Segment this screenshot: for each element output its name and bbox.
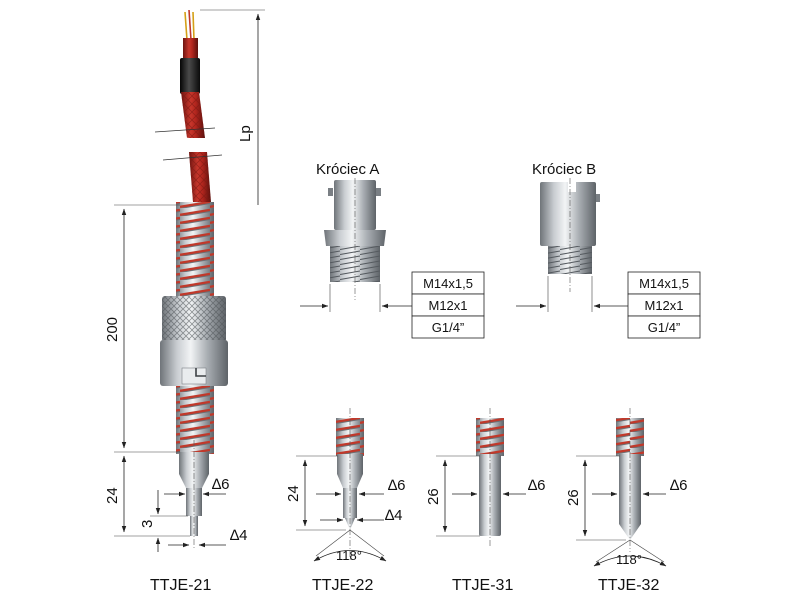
- knurled-coupling: [160, 296, 228, 386]
- dimension-200: 200: [104, 204, 180, 453]
- dimension-dia6-ttje22: ∆6: [316, 477, 406, 497]
- lead-wires: [183, 9, 198, 60]
- ttje22-probe: [336, 408, 364, 560]
- label-dia6-ttje22: ∆6: [388, 477, 406, 494]
- dimension-dia4-ttje21: ∆4: [168, 527, 248, 548]
- dimension-26-ttje32: 26: [565, 455, 626, 541]
- dimension-dia6-ttje32: ∆6: [592, 477, 688, 497]
- protective-spring-upper: [176, 202, 214, 298]
- protective-spring-lower: [176, 386, 214, 454]
- angle-118-ttje32: 118°: [593, 539, 667, 567]
- label-26-ttje32: 26: [565, 489, 582, 506]
- ttje32-probe: [616, 408, 644, 552]
- thread-b-g14: G1/4”: [648, 320, 681, 335]
- label-24-ttje21: 24: [104, 487, 121, 504]
- fitting-a-title: Króciec A: [316, 161, 379, 178]
- dimension-dia6-ttje21: ∆6: [164, 476, 230, 497]
- heat-shrink-sleeve: [180, 58, 200, 94]
- ttje21-assembly: [154, 9, 228, 550]
- model-label-ttje21: TTJE-21: [150, 577, 211, 594]
- thread-a-m14: M14x1,5: [423, 276, 473, 291]
- label-200: 200: [104, 317, 121, 342]
- model-label-ttje32: TTJE-32: [598, 577, 659, 594]
- label-dia6-ttje32: ∆6: [670, 477, 688, 494]
- dimension-3-ttje21: 3: [139, 490, 188, 552]
- label-26-ttje31: 26: [425, 488, 442, 505]
- braided-cable: [154, 92, 223, 202]
- angle-118-ttje22: 118°: [313, 529, 387, 563]
- dimension-dia6-ttje31: ∆6: [452, 477, 546, 497]
- model-label-ttje31: TTJE-31: [452, 577, 513, 594]
- fitting-a: Króciec A: [300, 161, 412, 312]
- dimension-lp: Lp: [200, 9, 265, 205]
- label-dia6-ttje21: ∆6: [212, 476, 230, 493]
- thread-b-m12: M12x1: [644, 298, 683, 313]
- thread-a-g14: G1/4”: [432, 320, 465, 335]
- thread-table-a: M14x1,5 M12x1 G1/4”: [411, 271, 485, 339]
- label-24-ttje22: 24: [285, 485, 302, 502]
- fitting-b-title: Króciec B: [532, 161, 596, 178]
- dimension-26-ttje31: 26: [425, 455, 480, 537]
- fitting-b: Króciec B: [516, 161, 628, 312]
- label-dia4-ttje22: ∆4: [385, 507, 403, 524]
- label-lp: Lp: [237, 125, 254, 142]
- model-label-ttje22: TTJE-22: [312, 577, 373, 594]
- label-dia6-ttje31: ∆6: [528, 477, 546, 494]
- thread-table-b: M14x1,5 M12x1 G1/4”: [627, 271, 701, 339]
- dimension-dia4-ttje22: ∆4: [320, 507, 403, 524]
- ttje31-probe: [476, 408, 504, 548]
- label-3-ttje21: 3: [139, 520, 156, 528]
- thread-b-m14: M14x1,5: [639, 276, 689, 291]
- label-118-ttje22: 118°: [336, 548, 362, 563]
- label-dia4-ttje21: ∆4: [230, 527, 248, 544]
- dimension-24-ttje21: 24: [104, 455, 190, 537]
- label-118-ttje32: 118°: [616, 552, 642, 567]
- thread-a-m12: M12x1: [428, 298, 467, 313]
- dimension-24-ttje22: 24: [285, 455, 346, 531]
